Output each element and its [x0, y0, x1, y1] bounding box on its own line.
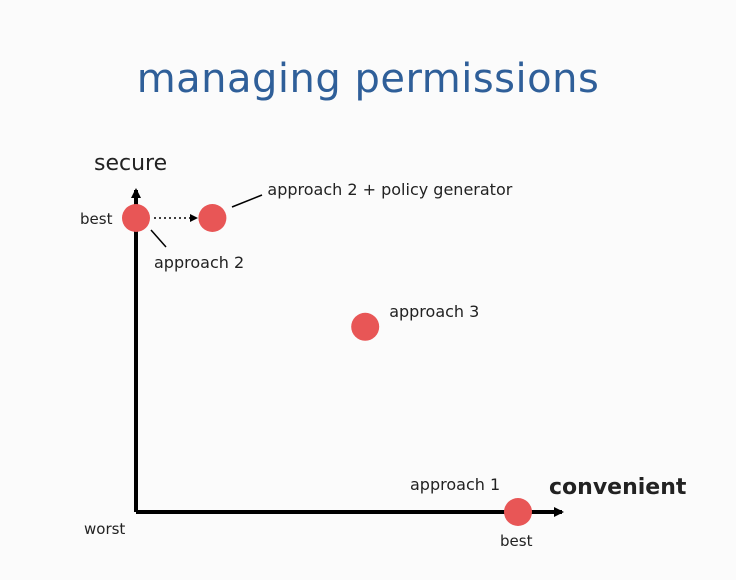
point-label-approach-1: approach 1: [410, 475, 500, 494]
point-label-approach-2: approach 2: [154, 253, 244, 272]
y-best-label: best: [80, 210, 113, 228]
y-axis-label: secure: [94, 151, 167, 176]
x-best-label: best: [500, 532, 533, 550]
point-approach-3: [351, 312, 380, 341]
origin-worst-label: worst: [84, 520, 125, 538]
point-label-approach-2-policy-generator: approach 2 + policy generator: [267, 180, 512, 199]
leader-line-approach-2: [150, 229, 167, 248]
point-approach-2-policy-generator: [198, 204, 227, 232]
data-points: approach 2 approach 2 + policy generator a…: [122, 180, 532, 526]
leader-line-policy-generator: [231, 194, 263, 208]
point-approach-1: [504, 498, 532, 526]
point-label-approach-3: approach 3: [389, 302, 479, 321]
point-approach-2: [122, 204, 150, 232]
x-axis-label: convenient: [549, 475, 687, 500]
slide-title: managing permissions: [136, 56, 600, 102]
